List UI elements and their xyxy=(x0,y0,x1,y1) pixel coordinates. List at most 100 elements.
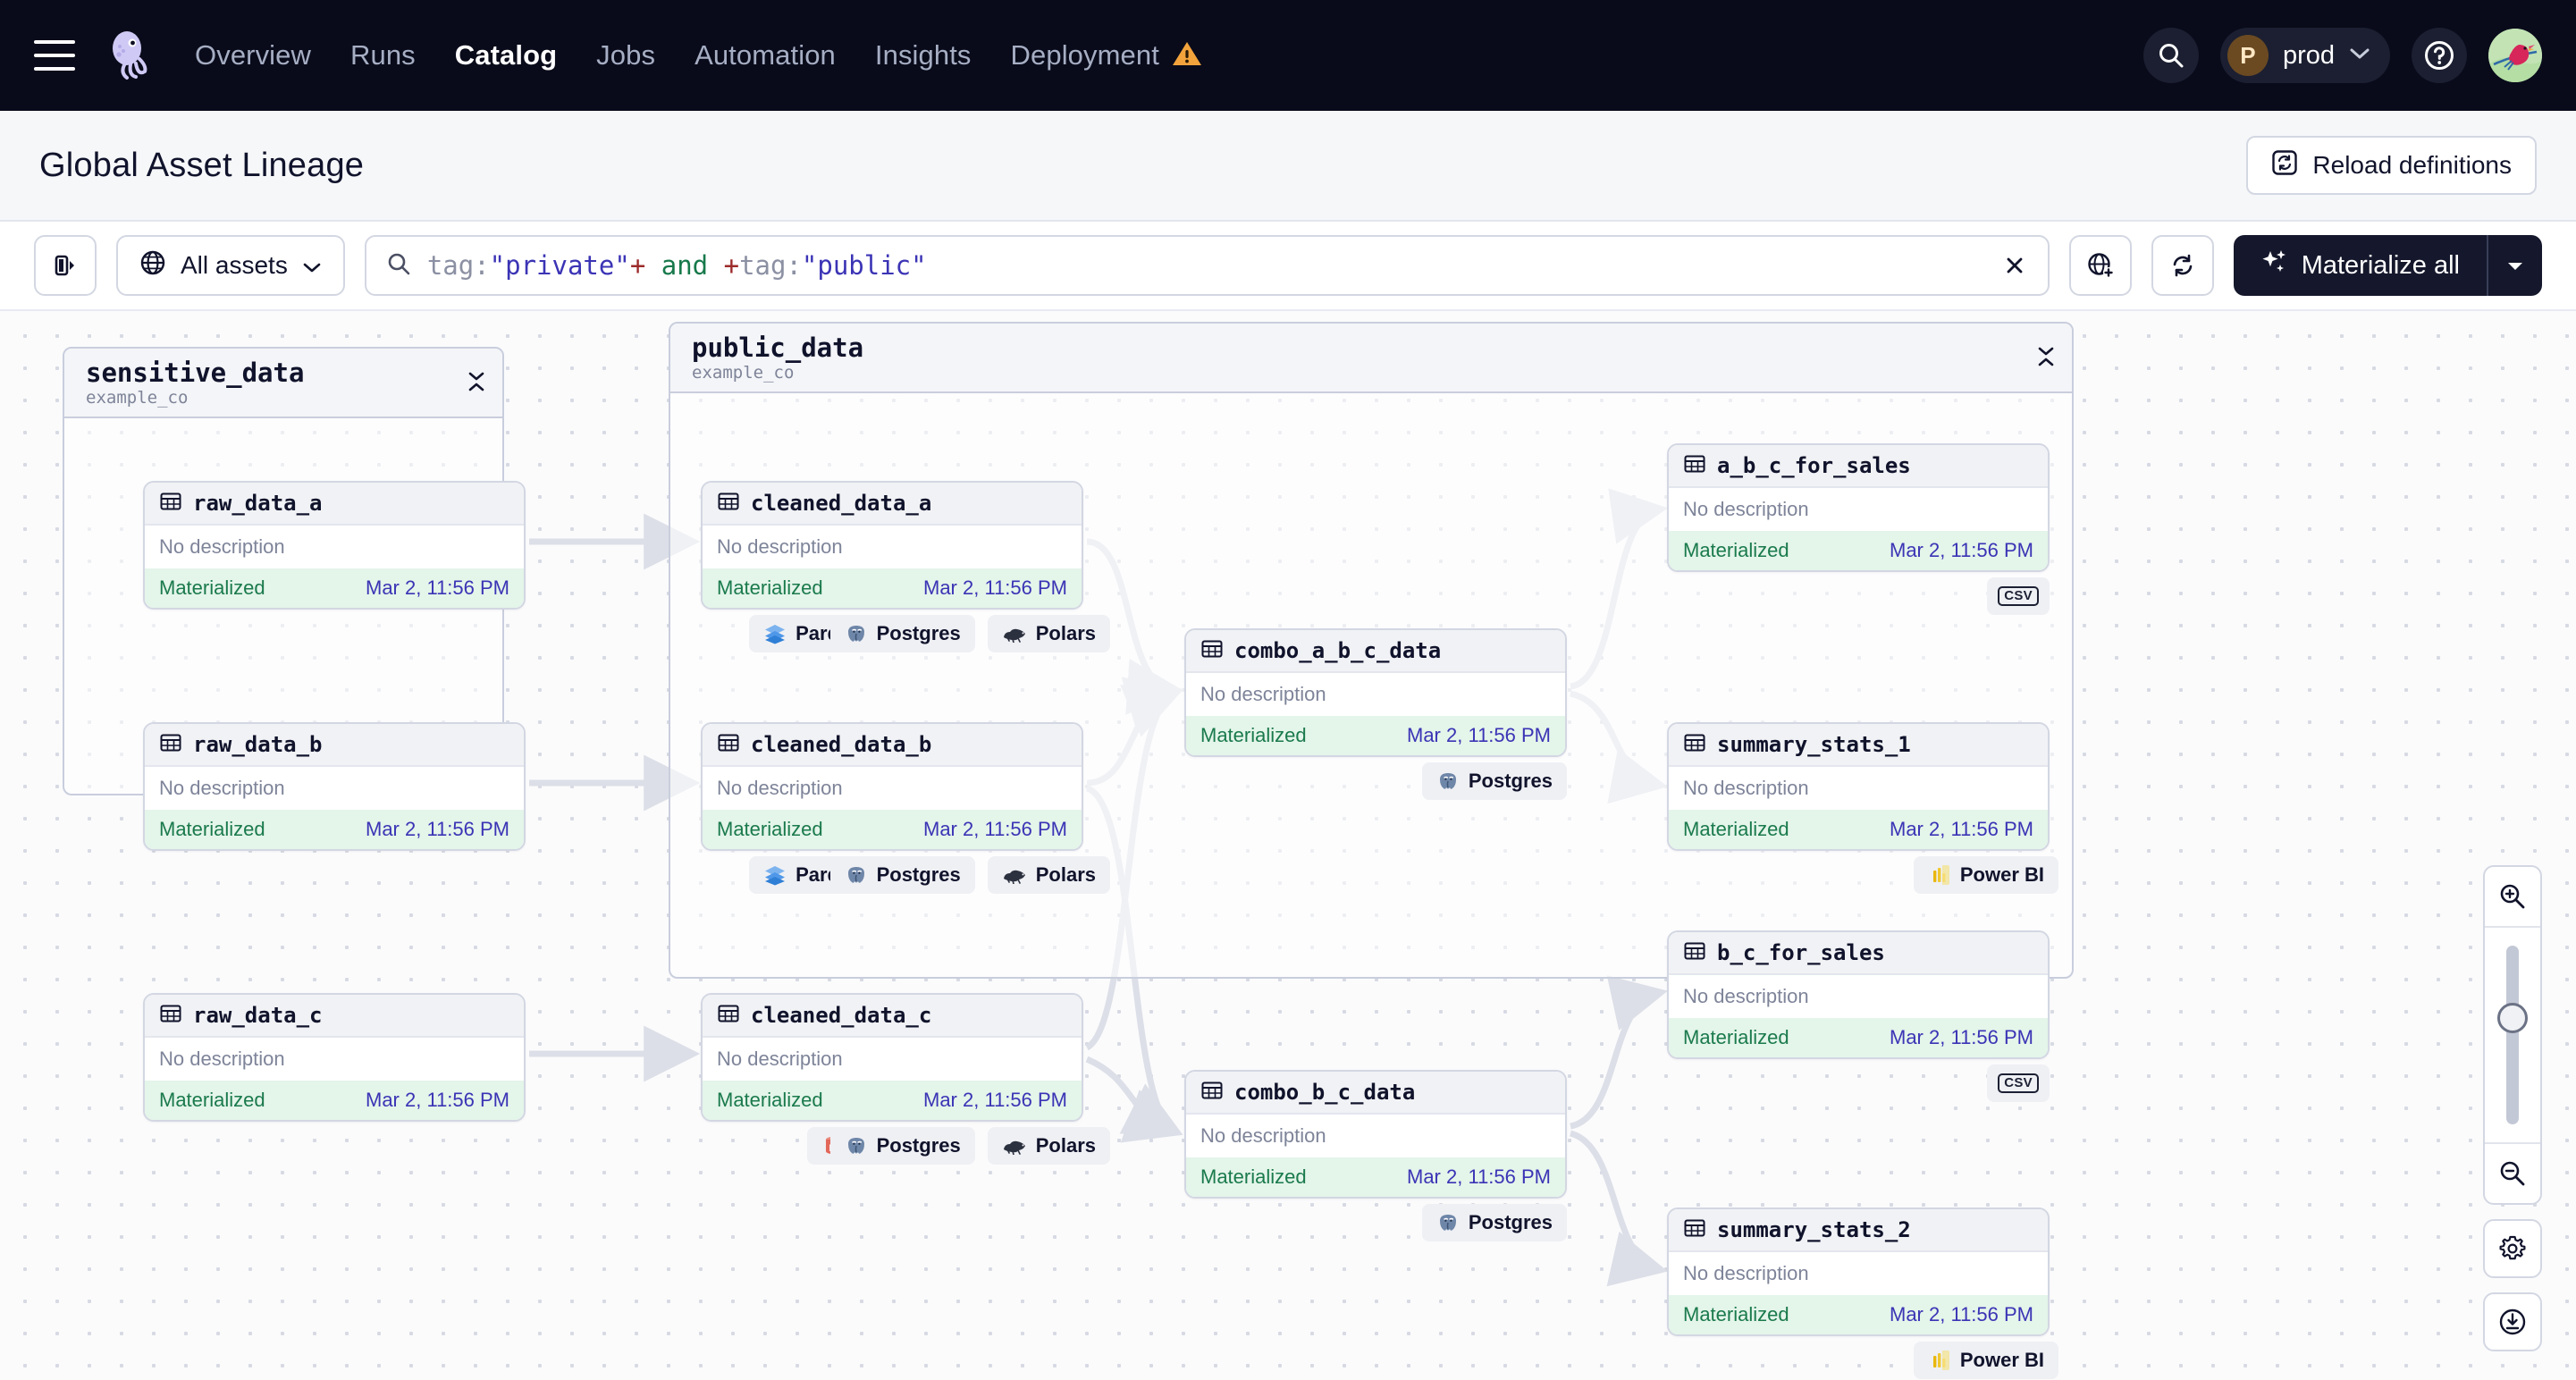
nav-item-catalog[interactable]: Catalog xyxy=(454,39,558,71)
tag-badge-postgres[interactable]: Postgres xyxy=(829,856,975,894)
dagster-logo-icon[interactable] xyxy=(100,27,157,84)
tag-badge-postgres[interactable]: Postgres xyxy=(829,1127,975,1165)
nav-links: Overview Runs Catalog Jobs Automation In… xyxy=(195,39,1202,72)
tag-badge-csv[interactable]: CSV xyxy=(1987,577,2050,615)
asset-node-header: cleaned_data_c xyxy=(703,995,1082,1038)
tag-badge-label: Polars xyxy=(1035,863,1096,886)
materialize-all-button[interactable]: Materialize all xyxy=(2233,235,2487,296)
status-badge: Materialized xyxy=(159,1089,265,1111)
asset-node-name: b_c_for_sales xyxy=(1717,940,1885,965)
asset-node-name: combo_b_c_data xyxy=(1234,1080,1416,1105)
lineage-canvas[interactable]: sensitive_data example_co public_data ex… xyxy=(0,311,2576,1380)
asset-node-cleaned_data_c[interactable]: cleaned_data_c No description Materializ… xyxy=(701,993,1083,1122)
global-search-icon[interactable] xyxy=(2142,28,2199,83)
tag-badge-postgres[interactable]: Postgres xyxy=(1421,762,1567,800)
deployment-switcher[interactable]: P prod xyxy=(2219,28,2390,83)
nav-item-deployment[interactable]: Deployment xyxy=(1011,39,1202,72)
status-badge: Materialized xyxy=(1200,1165,1307,1188)
tag-badge-label: Polars xyxy=(1035,1134,1096,1157)
tag-badge-power-bi[interactable]: Power BI xyxy=(1913,1342,2058,1379)
tag-badge-label: Postgres xyxy=(876,622,961,644)
asset-node-cleaned_data_b[interactable]: cleaned_data_b No description Materializ… xyxy=(701,722,1083,851)
status-timestamp: Mar 2, 11:56 PM xyxy=(366,1089,509,1111)
asset-query-input[interactable]: tag:"private"+ and +tag:"public" xyxy=(364,235,2050,296)
nav-item-runs[interactable]: Runs xyxy=(350,39,416,71)
zoom-in-icon[interactable] xyxy=(2485,867,2540,926)
asset-node-summary_stats_2[interactable]: summary_stats_2 No description Materiali… xyxy=(1667,1208,2050,1336)
asset-node-name: summary_stats_2 xyxy=(1717,1217,1911,1242)
query-token: tag: xyxy=(739,250,802,281)
asset-node-description: No description xyxy=(159,1048,285,1070)
sparkle-icon xyxy=(2260,248,2289,283)
sidebar-toggle-button[interactable] xyxy=(34,235,97,296)
nav-item-insights[interactable]: Insights xyxy=(874,39,972,71)
asset-node-description: No description xyxy=(717,777,843,799)
asset-node-header: raw_data_b xyxy=(145,724,524,767)
asset-node-description: No description xyxy=(1683,777,1809,799)
tag-badge-postgres[interactable]: Postgres xyxy=(829,615,975,652)
gear-icon[interactable] xyxy=(2483,1219,2542,1278)
asset-node-status-row: Materialized Mar 2, 11:56 PM xyxy=(1669,531,2048,570)
asset-node-description: No description xyxy=(159,777,285,799)
asset-node-status-row: Materialized Mar 2, 11:56 PM xyxy=(1669,810,2048,849)
asset-node-raw_data_b[interactable]: raw_data_b No description Materialized M… xyxy=(143,722,526,851)
asset-node-raw_data_c[interactable]: raw_data_c No description Materialized M… xyxy=(143,993,526,1122)
zoom-slider[interactable] xyxy=(2485,928,2540,1142)
asset-node-tags: CSV xyxy=(1667,1064,2050,1102)
asset-node-cleaned_data_a[interactable]: cleaned_data_a No description Materializ… xyxy=(701,481,1083,610)
asset-filter-dropdown[interactable]: All assets xyxy=(116,235,345,296)
query-token: "private" xyxy=(489,250,630,281)
status-badge: Materialized xyxy=(717,576,823,599)
user-avatar[interactable] xyxy=(2488,29,2542,82)
download-circle-icon[interactable] xyxy=(2483,1292,2542,1351)
clear-query-icon[interactable] xyxy=(2001,252,2028,279)
status-timestamp: Mar 2, 11:56 PM xyxy=(1407,1165,1551,1188)
asset-node-description: No description xyxy=(717,1048,843,1070)
nav-item-automation[interactable]: Automation xyxy=(695,39,836,71)
materialize-options-caret[interactable] xyxy=(2487,235,2542,296)
status-timestamp: Mar 2, 11:56 PM xyxy=(923,576,1067,599)
nav-item-overview[interactable]: Overview xyxy=(195,39,311,71)
asset-node-combo_b_c_data[interactable]: combo_b_c_data No description Materializ… xyxy=(1184,1070,1567,1199)
tag-badge-power-bi[interactable]: Power BI xyxy=(1913,856,2058,894)
polars-icon xyxy=(1002,866,1027,884)
help-question-mark-icon[interactable] xyxy=(2412,28,2467,83)
reload-box-icon xyxy=(2271,149,2298,182)
tag-badge-polars[interactable]: Polars xyxy=(987,856,1110,894)
asset-node-tags: CSV xyxy=(1667,577,2050,615)
asset-node-combo_a_b_c_data[interactable]: combo_a_b_c_data No description Material… xyxy=(1184,628,1567,757)
zoom-out-icon[interactable] xyxy=(2485,1144,2540,1203)
asset-node-a_b_c_for_sales[interactable]: a_b_c_for_sales No description Materiali… xyxy=(1667,443,2050,572)
status-timestamp: Mar 2, 11:56 PM xyxy=(1890,539,2033,561)
zoom-slider-thumb[interactable] xyxy=(2497,1003,2528,1033)
asset-node-description: No description xyxy=(1200,1124,1326,1147)
asset-node-status-row: Materialized Mar 2, 11:56 PM xyxy=(703,568,1082,608)
globe-plus-button[interactable] xyxy=(2068,235,2132,296)
asset-node-description: No description xyxy=(717,535,843,558)
tag-badge-postgres[interactable]: Postgres xyxy=(1421,1204,1567,1241)
tag-badge-polars[interactable]: Polars xyxy=(987,615,1110,652)
refresh-graph-button[interactable] xyxy=(2151,235,2214,296)
status-timestamp: Mar 2, 11:56 PM xyxy=(923,818,1067,840)
asset-node-b_c_for_sales[interactable]: b_c_for_sales No description Materialize… xyxy=(1667,930,2050,1059)
asset-node-status-row: Materialized Mar 2, 11:56 PM xyxy=(1669,1018,2048,1057)
collapse-icon[interactable] xyxy=(467,370,486,398)
nav-item-jobs[interactable]: Jobs xyxy=(596,39,656,71)
asset-node-summary_stats_1[interactable]: summary_stats_1 No description Materiali… xyxy=(1667,722,2050,851)
tag-badge-label: Postgres xyxy=(1468,1211,1553,1233)
asset-node-description: No description xyxy=(1683,1262,1809,1284)
status-timestamp: Mar 2, 11:56 PM xyxy=(366,818,509,840)
asset-node-raw_data_a[interactable]: raw_data_a No description Materialized M… xyxy=(143,481,526,610)
warning-triangle-icon xyxy=(1172,40,1202,72)
postgres-icon xyxy=(845,622,868,645)
tag-badge-label: Power BI xyxy=(1959,1349,2044,1371)
collapse-icon[interactable] xyxy=(2036,345,2056,373)
parquet-icon xyxy=(763,622,787,645)
tag-badge-polars[interactable]: Polars xyxy=(987,1127,1110,1165)
parquet-icon xyxy=(763,863,787,887)
polars-icon xyxy=(1002,625,1027,643)
tag-badge-csv[interactable]: CSV xyxy=(1987,1064,2050,1102)
reload-definitions-button[interactable]: Reload definitions xyxy=(2246,136,2537,195)
hamburger-menu-icon[interactable] xyxy=(34,40,75,71)
search-icon xyxy=(386,251,411,281)
